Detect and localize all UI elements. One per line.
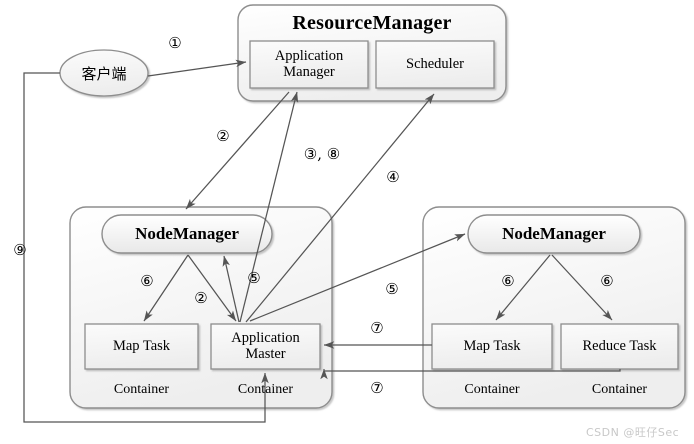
arrow-step-4 — [245, 93, 435, 323]
arrow-step-5-right — [249, 233, 466, 322]
arrow-step-5-left — [222, 255, 240, 323]
csdn-watermark: CSDN @旺仔Sec — [586, 426, 680, 439]
arrow-step-9 — [23, 72, 269, 423]
application-master-box[interactable] — [210, 323, 321, 370]
arrow-step-2-upper — [185, 91, 290, 210]
arrow-step-3-8 — [239, 91, 299, 323]
application-manager-box[interactable] — [249, 40, 369, 89]
arrow-step-6-left — [143, 254, 189, 322]
node-manager-left-pill[interactable] — [101, 214, 273, 254]
arrow-step-2-lower — [187, 254, 237, 322]
scheduler-box[interactable] — [375, 40, 495, 89]
arrow-step-1 — [147, 59, 247, 77]
arrow-step-6-right-a — [495, 254, 551, 321]
map-task-left-box[interactable] — [84, 323, 199, 370]
map-task-right-box[interactable] — [431, 323, 553, 370]
node-manager-right-pill[interactable] — [467, 214, 641, 254]
client-ellipse[interactable] — [59, 49, 149, 97]
arrow-step-7-lower — [320, 368, 621, 380]
reduce-task-box[interactable] — [560, 323, 679, 370]
arrow-step-6-right-b — [551, 254, 613, 321]
